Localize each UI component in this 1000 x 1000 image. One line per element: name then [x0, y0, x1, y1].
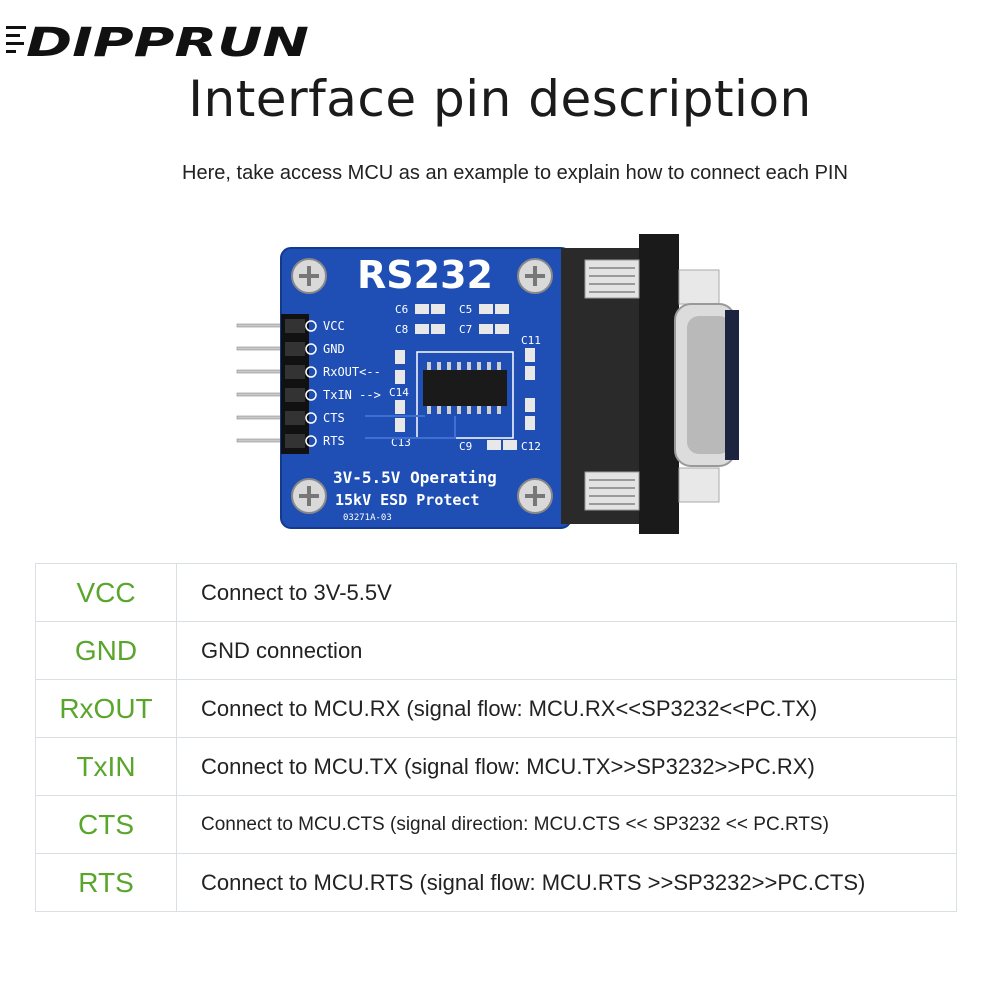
board-label-rxout: RxOUT<-- — [323, 365, 381, 379]
table-row: VCC Connect to 3V-5.5V — [35, 563, 957, 622]
board-label-gnd: GND — [323, 342, 345, 356]
cap-label: C11 — [521, 334, 541, 347]
pin-name: RxOUT — [35, 679, 177, 738]
board-note-operating: 3V-5.5V Operating — [333, 468, 497, 487]
ic-chip — [423, 370, 507, 406]
pin-description: Connect to MCU.RTS (signal flow: MCU.RTS… — [176, 853, 957, 912]
pin-name: RTS — [35, 853, 177, 912]
pin-description: Connect to MCU.RX (signal flow: MCU.RX<<… — [176, 679, 957, 738]
page-title: Interface pin description — [188, 70, 812, 128]
cap-label: C7 — [459, 323, 472, 336]
board-label-txin: TxIN --> — [323, 388, 381, 402]
pin-description-table: VCC Connect to 3V-5.5V GND GND connectio… — [35, 563, 957, 912]
cap-label: C13 — [391, 436, 411, 449]
cap-label: C5 — [459, 303, 472, 316]
table-row: RTS Connect to MCU.RTS (signal flow: MCU… — [35, 853, 957, 912]
table-row: CTS Connect to MCU.CTS (signal direction… — [35, 795, 957, 854]
cap-label: C8 — [395, 323, 408, 336]
rs232-board-image: VCC GND RxOUT<-- TxIN --> CTS RTS RS232 … — [236, 234, 739, 534]
cap-label: C9 — [459, 440, 472, 453]
board-label-rts: RTS — [323, 434, 345, 448]
table-row: GND GND connection — [35, 621, 957, 680]
pin-name: CTS — [35, 795, 177, 854]
pin-name: VCC — [35, 563, 177, 622]
pin-description: Connect to MCU.TX (signal flow: MCU.TX>>… — [176, 737, 957, 796]
cap-label: C12 — [521, 440, 541, 453]
board-title: RS232 — [357, 253, 493, 297]
cap-label: C14 — [389, 386, 409, 399]
board-code: 03271A-03 — [343, 513, 392, 523]
board-label-vcc: VCC — [323, 319, 345, 333]
header-pins — [236, 323, 286, 443]
table-row: RxOUT Connect to MCU.RX (signal flow: MC… — [35, 679, 957, 738]
screw-icon — [291, 258, 553, 514]
brand-logo: DIPPRUN — [6, 20, 309, 62]
page-subtitle: Here, take access MCU as an example to e… — [182, 162, 848, 184]
cap-label: C6 — [395, 303, 408, 316]
table-row: TxIN Connect to MCU.TX (signal flow: MCU… — [35, 737, 957, 796]
board-note-esd: 15kV ESD Protect — [335, 491, 480, 509]
pin-description: GND connection — [176, 621, 957, 680]
pin-header-block — [281, 314, 309, 454]
pin-name: TxIN — [35, 737, 177, 796]
brand-logo-text: DIPPRUN — [26, 20, 309, 62]
board-label-cts: CTS — [323, 411, 345, 425]
pin-description: Connect to MCU.CTS (signal direction: MC… — [176, 795, 957, 854]
pin-description: Connect to 3V-5.5V — [176, 563, 957, 622]
db9-connector — [561, 234, 739, 534]
pin-name: GND — [35, 621, 177, 680]
